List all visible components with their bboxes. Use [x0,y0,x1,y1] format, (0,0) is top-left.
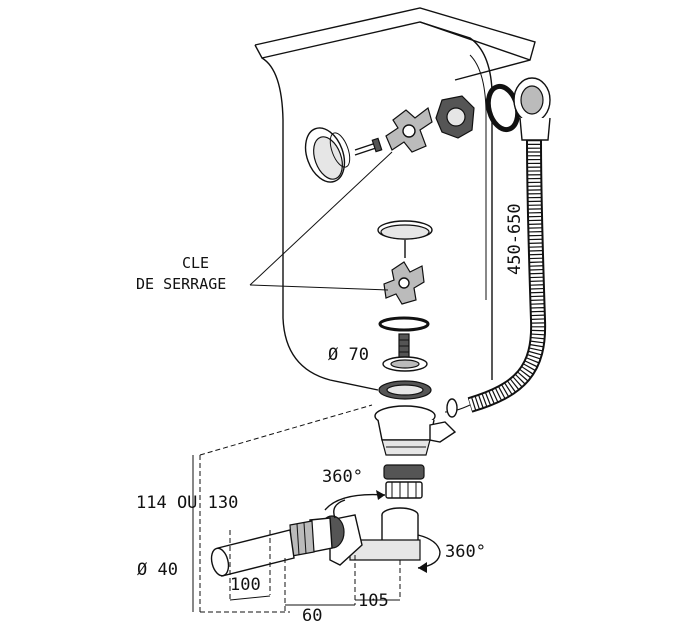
union-nut [383,464,425,499]
drain-gasket [378,380,432,400]
key-label-line2: DE SERRAGE [136,275,226,293]
diameter-70-label: Ø 70 [328,345,369,365]
key-leader-lines [249,151,393,291]
diameter-40-label: Ø 40 [137,560,178,580]
trap-assembly [289,507,421,566]
overflow-elbow [513,77,551,141]
rotation-arc-top [324,490,386,519]
rotation-360-right-label: 360° [445,542,486,562]
overflow-cross-plate [385,106,433,153]
overflow-screw [354,137,383,156]
bathtub-outline [254,7,536,391]
drain-body [374,405,457,456]
key-label-line1: CLE [182,254,209,272]
drain-plug [377,220,433,258]
rotation-360-top-label: 360° [322,467,363,487]
overflow-cap [304,127,351,183]
hose-length-label: 450-650 [505,203,525,275]
split-ring [378,316,430,332]
drain-flange [382,356,428,372]
dimension-100-label: 100 [230,575,261,595]
dimension-lines [192,404,401,613]
overflow-body [435,95,475,139]
outlet-pipe [210,529,295,577]
rotation-arc-right [417,534,441,573]
drain-screw [398,333,410,359]
height-dimension-label: 114 OU 130 [136,493,238,513]
drain-cross-key [383,261,425,305]
corrugated-hose [444,139,547,418]
dimension-60-label: 60 [302,606,322,626]
dimension-105-label: 105 [358,591,389,611]
